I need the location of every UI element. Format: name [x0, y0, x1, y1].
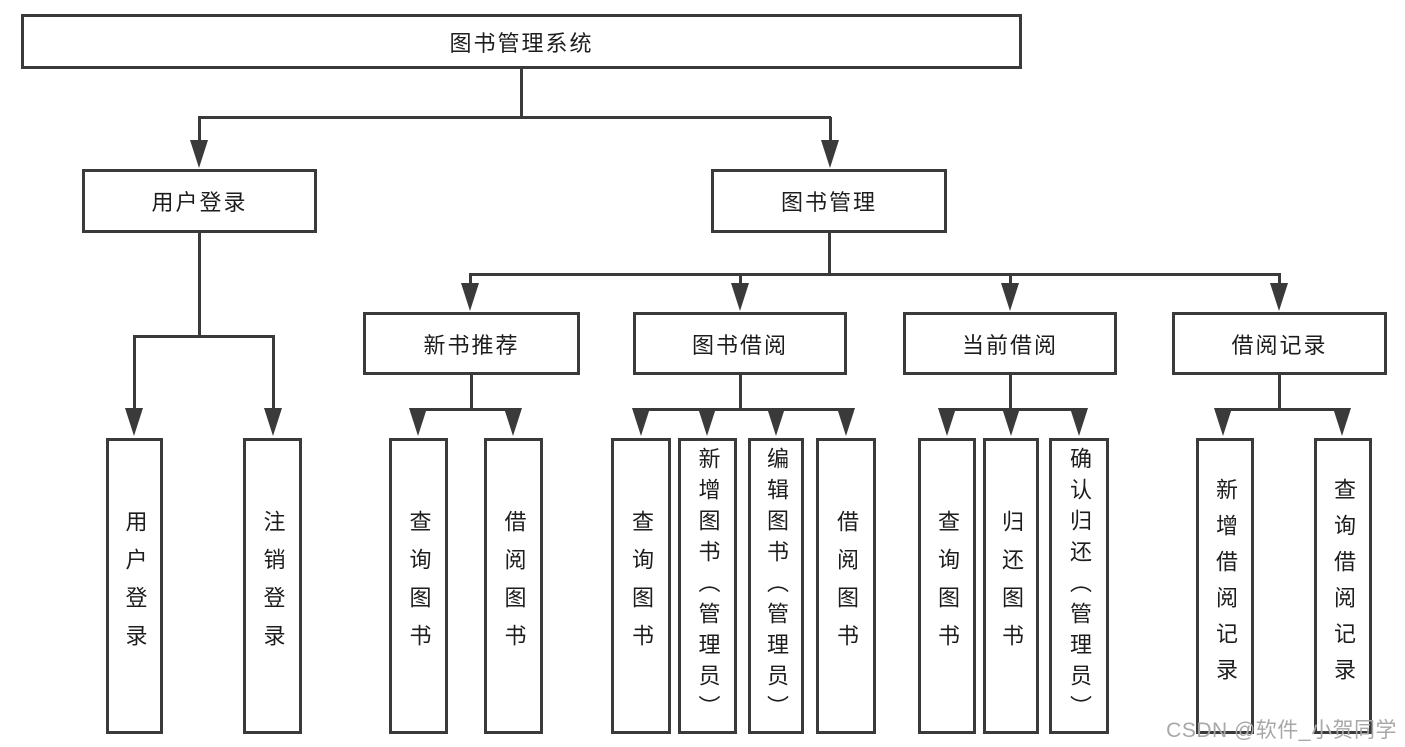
- connector-rail: [1222, 408, 1344, 411]
- node-borrowing-records: 借阅记录: [1172, 312, 1387, 375]
- leaf-label: 借阅图书: [834, 510, 859, 662]
- leaf-query-books-recommend: 查询图书: [389, 438, 448, 734]
- arrowhead: [837, 408, 855, 436]
- node-user-login: 用户登录: [82, 169, 317, 233]
- leaf-query-books-borrowing: 查询图书: [611, 438, 671, 734]
- connector-stub: [1278, 375, 1281, 410]
- arrowhead: [1333, 408, 1351, 436]
- leaf-add-borrow-record: 新增借阅记录: [1196, 438, 1254, 734]
- arrowhead: [731, 283, 749, 311]
- connector-stub: [739, 375, 742, 410]
- connector-level3-rail: [469, 273, 1281, 276]
- connector-stub: [470, 375, 473, 410]
- arrowhead: [698, 408, 716, 436]
- leaf-label: 确认归还（管理员）: [1067, 446, 1092, 726]
- leaf-label: 编辑图书（管理员）: [764, 446, 789, 726]
- connector-level2-rail: [198, 116, 831, 119]
- node-label: 用户登录: [151, 190, 248, 215]
- connector-book-mgmt-stub: [828, 233, 831, 275]
- arrowhead: [125, 408, 143, 436]
- node-root-system: 图书管理系统: [21, 14, 1022, 69]
- leaf-label: 归还图书: [999, 510, 1024, 662]
- connector-stem: [739, 274, 742, 290]
- leaf-label: 新增借阅记录: [1213, 478, 1238, 694]
- connector-user-login-stub: [198, 233, 201, 337]
- connector-rail: [417, 408, 514, 411]
- arrowhead: [504, 408, 522, 436]
- arrowhead: [1214, 408, 1232, 436]
- leaf-add-book-admin: 新增图书（管理员）: [678, 438, 737, 734]
- connector-stem: [1278, 274, 1281, 290]
- arrowhead: [461, 283, 479, 311]
- arrowhead: [409, 408, 427, 436]
- leaf-label: 用户登录: [122, 510, 148, 662]
- connector-stem: [469, 274, 472, 290]
- connector-rail: [640, 408, 848, 411]
- arrowhead: [190, 140, 208, 168]
- leaf-query-borrow-record: 查询借阅记录: [1314, 438, 1372, 734]
- node-label: 当前借阅: [961, 332, 1058, 358]
- node-label: 图书借阅: [691, 332, 788, 358]
- node-new-book-recommend: 新书推荐: [363, 312, 580, 375]
- node-current-borrowing: 当前借阅: [903, 312, 1117, 375]
- arrowhead: [1002, 408, 1020, 436]
- leaf-borrow-books-recommend: 借阅图书: [484, 438, 543, 734]
- leaf-label: 查询图书: [406, 510, 432, 662]
- node-label: 新书推荐: [423, 332, 520, 358]
- connector-stem: [829, 117, 832, 149]
- leaf-return-book: 归还图书: [983, 438, 1039, 734]
- leaf-label: 查询借阅记录: [1331, 478, 1356, 694]
- arrowhead: [264, 408, 282, 436]
- leaf-label: 查询图书: [629, 510, 654, 662]
- leaf-label: 查询图书: [935, 510, 960, 662]
- leaf-borrow-books-borrowing: 借阅图书: [816, 438, 876, 734]
- arrowhead: [632, 408, 650, 436]
- node-label: 图书管理系统: [449, 30, 594, 56]
- leaf-edit-book-admin: 编辑图书（管理员）: [748, 438, 804, 734]
- connector-stem: [1009, 274, 1012, 290]
- leaf-label: 借阅图书: [501, 510, 527, 662]
- arrowhead: [1270, 283, 1288, 311]
- node-label: 借阅记录: [1231, 332, 1328, 358]
- node-label: 图书管理: [780, 190, 877, 215]
- arrowhead: [938, 408, 956, 436]
- connector-root-stub: [520, 69, 523, 118]
- arrowhead: [767, 408, 785, 436]
- leaf-user-login: 用户登录: [106, 438, 163, 734]
- arrowhead: [821, 140, 839, 168]
- arrowhead: [1001, 283, 1019, 311]
- node-book-borrowing: 图书借阅: [633, 312, 847, 375]
- connector-stem: [133, 336, 136, 414]
- leaf-label: 新增图书（管理员）: [695, 446, 721, 726]
- connector-stem: [198, 117, 201, 149]
- leaf-query-books-current: 查询图书: [918, 438, 976, 734]
- leaf-confirm-return-admin: 确认归还（管理员）: [1049, 438, 1109, 734]
- connector-stub: [1009, 375, 1012, 410]
- connector-stem: [272, 336, 275, 414]
- leaf-logout: 注销登录: [243, 438, 302, 734]
- leaf-label: 注销登录: [260, 510, 286, 662]
- node-book-management: 图书管理: [711, 169, 947, 233]
- connector-user-login-rail: [133, 335, 275, 338]
- arrowhead: [1070, 408, 1088, 436]
- csdn-watermark: CSDN @软件_小贺同学: [1166, 719, 1397, 742]
